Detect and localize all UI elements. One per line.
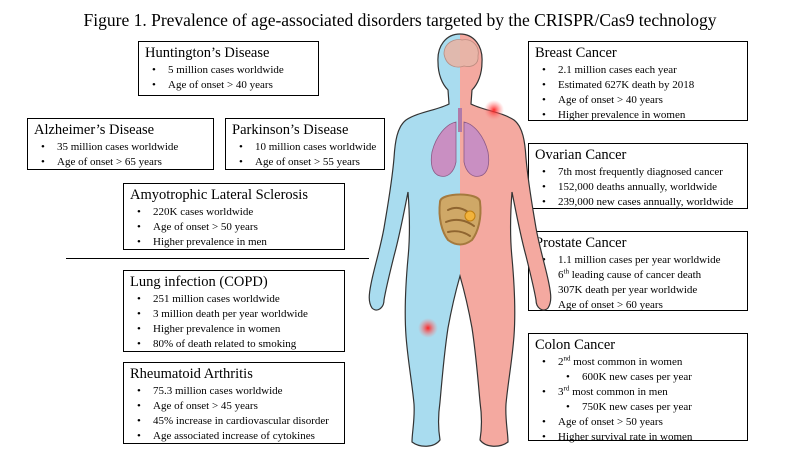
list-item: Age of onset > 60 years xyxy=(535,298,741,313)
list-item: Higher prevalence in women xyxy=(535,108,741,123)
list-item: Age of onset > 65 years xyxy=(34,155,207,170)
list-item: Age of onset > 45 years xyxy=(130,399,338,414)
list-item: 80% of death related to smoking xyxy=(130,337,338,352)
list-item: Age of onset > 55 years xyxy=(232,155,378,170)
box-title: Rheumatoid Arthritis xyxy=(130,366,253,382)
list-item: 3rd most common in men xyxy=(535,385,741,400)
ordinal-number: 2 xyxy=(558,356,564,368)
list-item: Higher prevalence in men xyxy=(130,235,338,250)
breast-cancer-box: Breast Cancer 2.1 million cases each yea… xyxy=(528,41,748,123)
list-item-text: most common in women xyxy=(570,356,683,368)
brain-icon xyxy=(443,39,479,68)
list-item: 3 million death per year worldwide xyxy=(130,307,338,322)
divider-line xyxy=(66,258,369,259)
lungs-icon xyxy=(430,121,490,177)
list-item: 307K death per year worldwide xyxy=(535,283,741,298)
list-item: Age associated increase of cytokines xyxy=(130,429,338,444)
box-title: Ovarian Cancer xyxy=(535,147,627,163)
sub-list-item: 750K new cases per year xyxy=(535,400,741,415)
list-item: Higher prevalence in women xyxy=(130,322,338,337)
ordinal-suffix: rd xyxy=(563,384,570,393)
list-item: Age of onset > 50 years xyxy=(130,220,338,235)
list-item: 5 million cases worldwide xyxy=(145,63,312,78)
list-item: 1.1 million cases per year worldwide xyxy=(535,253,741,268)
list-item: 2nd most common in women xyxy=(535,355,741,370)
sub-list-item: 600K new cases per year xyxy=(535,370,741,385)
list-item: Age of onset > 50 years xyxy=(535,415,741,430)
ordinal-number: 3 xyxy=(558,386,564,398)
list-item: 35 million cases worldwide xyxy=(34,140,207,155)
list-item: 239,000 new cases annually, worldwide xyxy=(535,195,741,210)
list-item-text: most common in men xyxy=(569,386,668,398)
ordinal-suffix: th xyxy=(563,267,569,276)
list-item: 45% increase in cardiovascular disorder xyxy=(130,414,338,429)
list-item: 75.3 million cases worldwide xyxy=(130,384,338,399)
box-title: Breast Cancer xyxy=(535,45,617,61)
parkinsons-disease-box: Parkinson’s Disease 10 million cases wor… xyxy=(225,118,385,170)
list-item: 7th most frequently diagnosed cancer xyxy=(535,165,741,180)
box-title: Amyotrophic Lateral Sclerosis xyxy=(130,187,308,203)
list-item: Higher survival rate in women xyxy=(535,430,741,445)
ovary-icon xyxy=(464,210,476,222)
ordinal-number: 6 xyxy=(558,269,564,281)
alzheimers-disease-box: Alzheimer’s Disease 35 million cases wor… xyxy=(27,118,214,170)
box-title: Prostate Cancer xyxy=(535,235,627,251)
box-title: Alzheimer’s Disease xyxy=(34,122,155,138)
list-item: 220K cases worldwide xyxy=(130,205,338,220)
copd-box: Lung infection (COPD) 251 million cases … xyxy=(123,270,345,352)
breast-hotspot xyxy=(484,100,504,120)
list-item: Age of onset > 40 years xyxy=(145,78,312,93)
ordinal-suffix: nd xyxy=(563,354,571,363)
rheumatoid-arthritis-box: Rheumatoid Arthritis 75.3 million cases … xyxy=(123,362,345,444)
figure-title: Figure 1. Prevalence of age-associated d… xyxy=(83,10,717,30)
list-item: 10 million cases worldwide xyxy=(232,140,378,155)
knee-hotspot xyxy=(418,318,438,338)
list-item-text: leading cause of cancer death xyxy=(568,269,702,281)
ovarian-cancer-box: Ovarian Cancer 7th most frequently diagn… xyxy=(528,143,748,210)
list-item: 6th leading cause of cancer death xyxy=(535,268,741,283)
huntingtons-disease-box: Huntington’s Disease 5 million cases wor… xyxy=(138,41,319,96)
box-title: Parkinson’s Disease xyxy=(232,122,349,138)
box-title: Colon Cancer xyxy=(535,337,616,353)
prostate-cancer-box: Prostate Cancer 1.1 million cases per ye… xyxy=(528,231,748,313)
intestines-icon xyxy=(438,193,482,246)
trachea-icon xyxy=(458,108,462,132)
list-item: Estimated 627K death by 2018 xyxy=(535,78,741,93)
als-box: Amyotrophic Lateral Sclerosis 220K cases… xyxy=(123,183,345,250)
human-body-illustration xyxy=(368,33,552,447)
list-item: 152,000 deaths annually, worldwide xyxy=(535,180,741,195)
list-item: 2.1 million cases each year xyxy=(535,63,741,78)
list-item: Age of onset > 40 years xyxy=(535,93,741,108)
box-title: Huntington’s Disease xyxy=(145,45,270,61)
colon-cancer-box: Colon Cancer 2nd most common in women 60… xyxy=(528,333,748,445)
list-item: 251 million cases worldwide xyxy=(130,292,338,307)
box-title: Lung infection (COPD) xyxy=(130,274,268,290)
